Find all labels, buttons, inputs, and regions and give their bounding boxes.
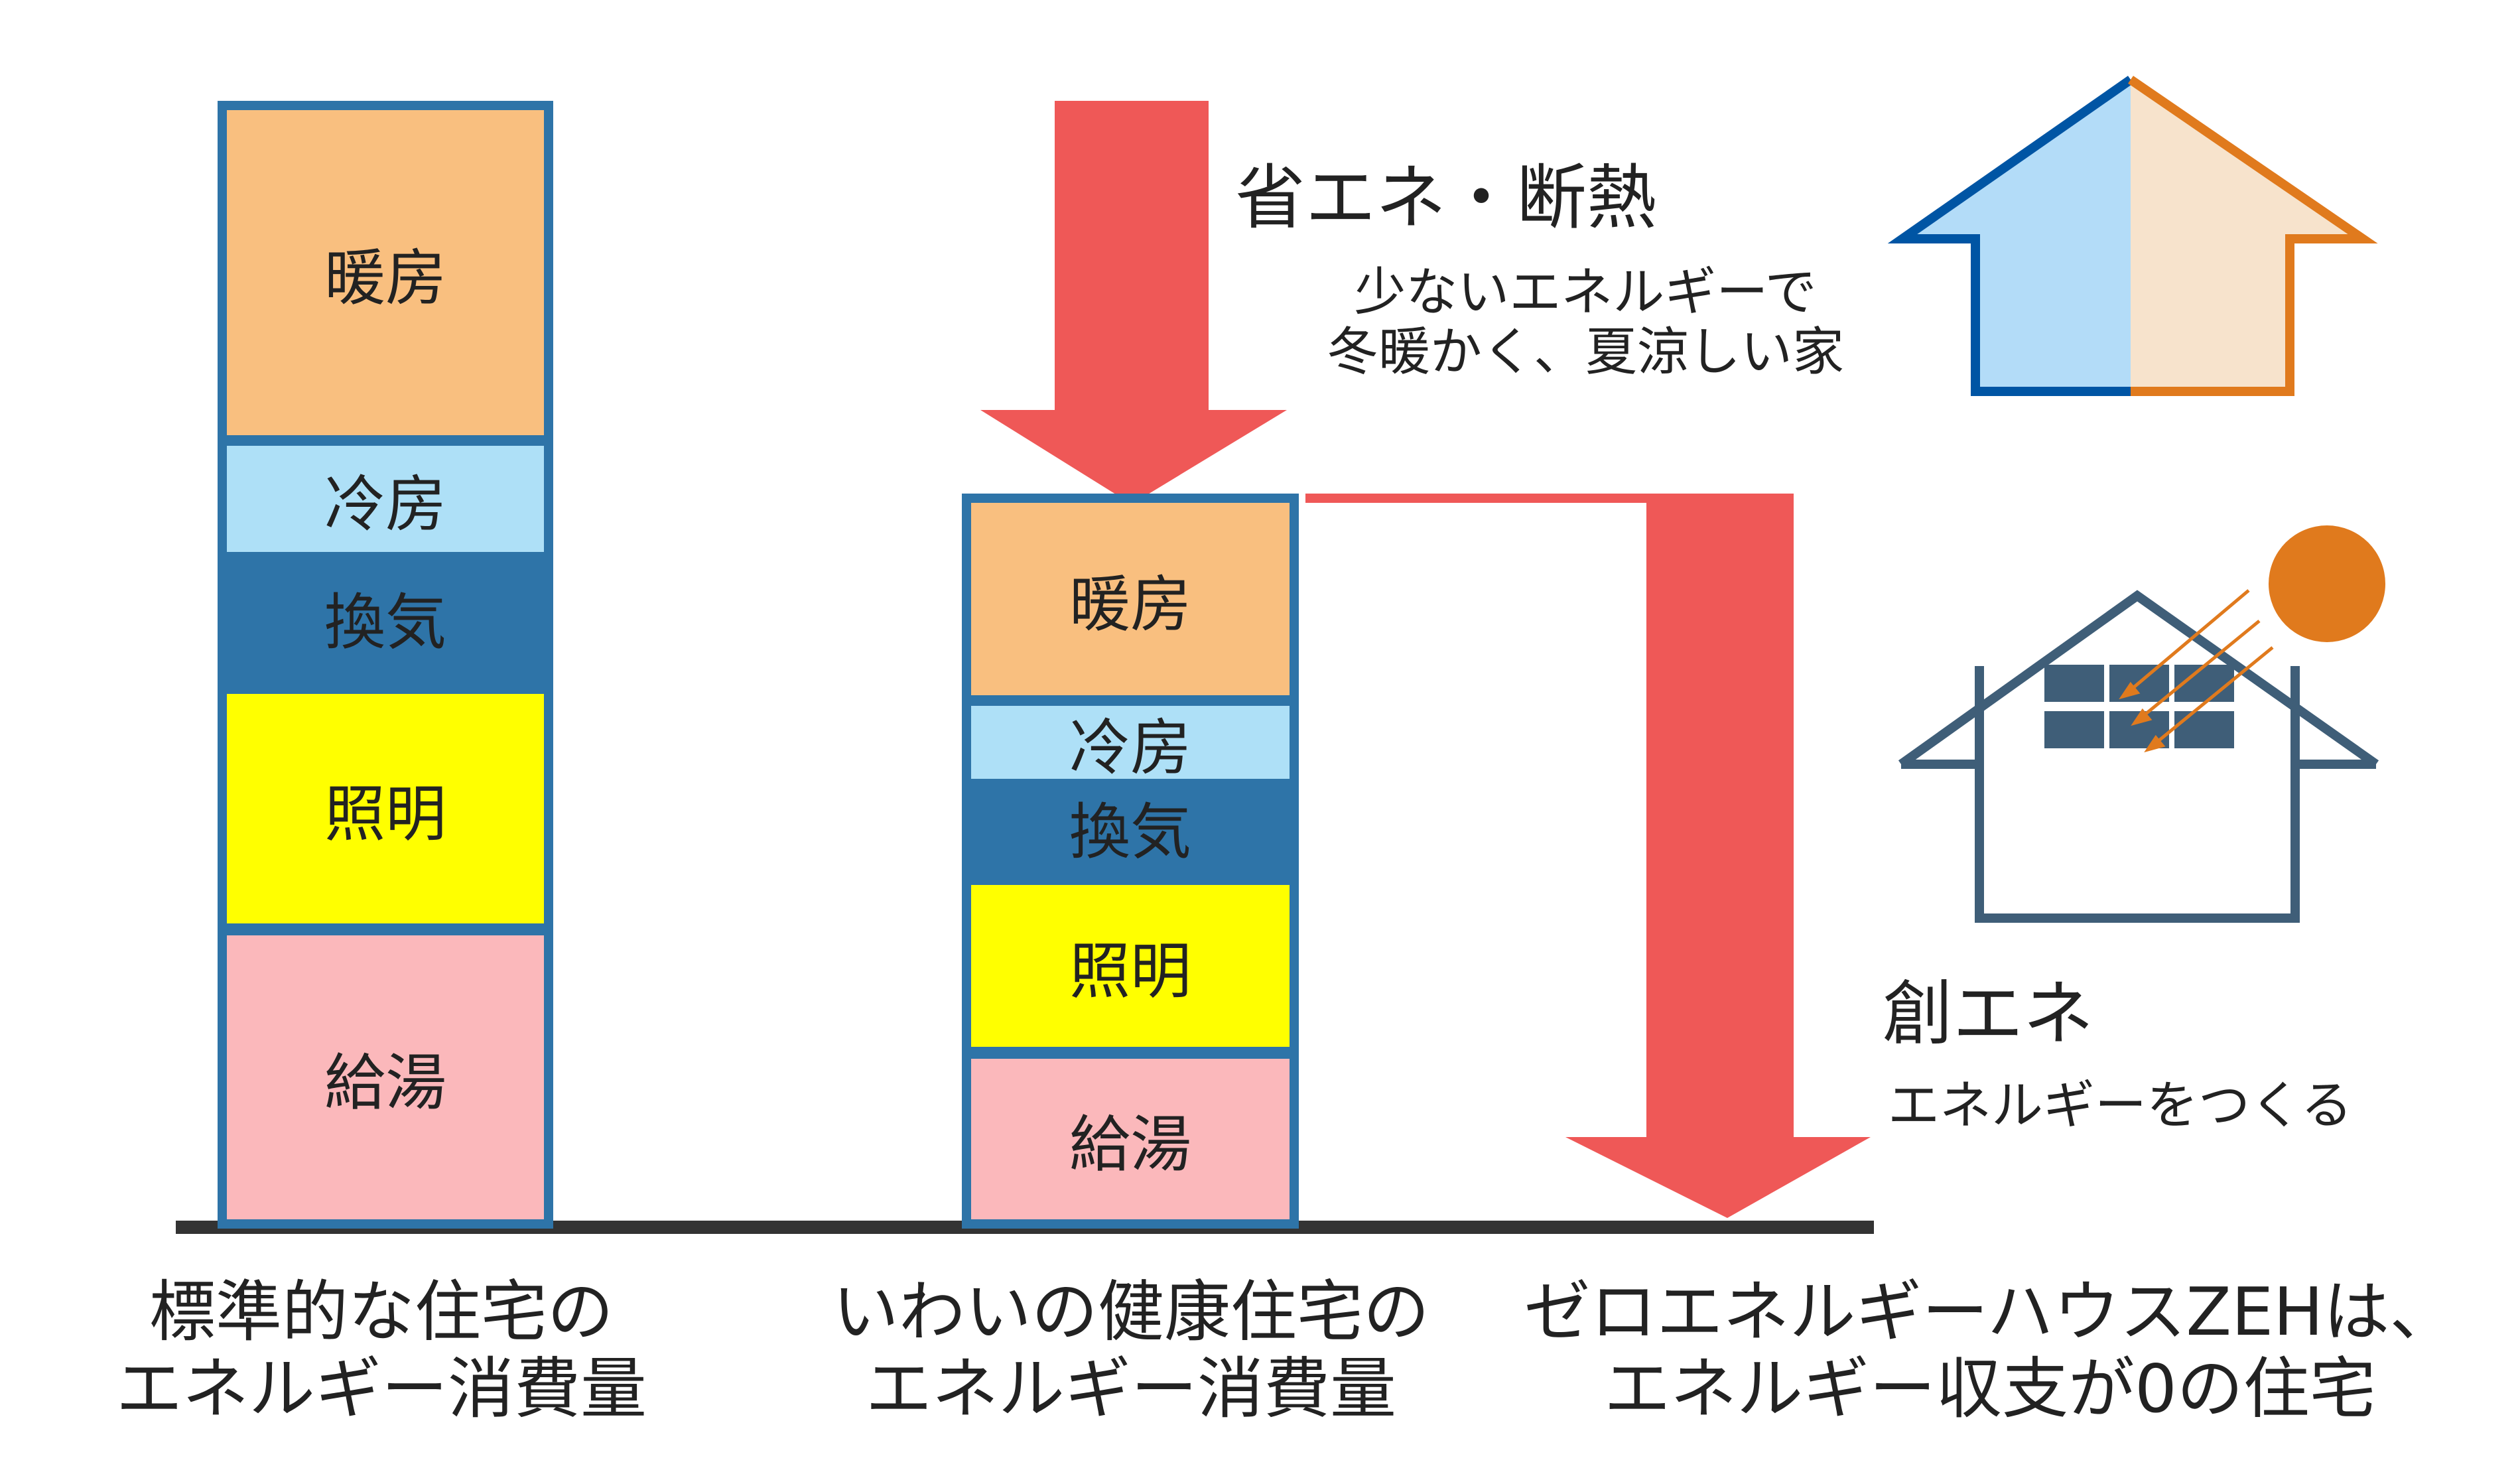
- solar-panel: [2044, 711, 2104, 748]
- standard-lighting-label: 照明: [324, 778, 446, 850]
- iwai-lighting-segment: 照明: [971, 885, 1290, 1047]
- sun-icon: [2269, 525, 2385, 642]
- standard-caption: 標準的な住宅の エネルギー消費量: [40, 1274, 723, 1428]
- solar-panel: [2174, 711, 2234, 748]
- standard-hot-water-segment: 給湯: [227, 935, 544, 1219]
- iwai-cooling-segment: 冷房: [971, 706, 1290, 783]
- iwai-heating-label: 暖房: [1069, 569, 1191, 640]
- saving-title: 省エネ・断熱: [1235, 157, 1657, 239]
- standard-hot-water-label: 給湯: [324, 1047, 446, 1118]
- iwai-hot-water-label: 給湯: [1069, 1109, 1191, 1180]
- solar-panel: [2044, 665, 2104, 702]
- creating-title: 創エネ: [1883, 973, 2093, 1055]
- standard-ventilation-label: 換気: [324, 586, 446, 658]
- saving-description-line2: 冬暖かく、夏涼しい家: [1326, 322, 1844, 382]
- insulated-house-icon: [1887, 76, 2378, 396]
- creating-subtitle: エネルギーをつくる: [1888, 1076, 2353, 1136]
- standard-ventilation-segment: 換気: [227, 552, 544, 682]
- connector-line: [1305, 494, 1650, 503]
- zeh-caption-line2: エネルギー収支が0の住宅: [1604, 1350, 2376, 1428]
- standard-heating-segment: 暖房: [227, 110, 544, 435]
- standard-heating-label: 暖房: [324, 242, 446, 314]
- iwai-energy-column: 暖房 冷房 換気 照明 給湯: [962, 494, 1299, 1229]
- solar-house-icon: [1898, 525, 2385, 923]
- standard-caption-line1: 標準的な住宅の: [149, 1273, 614, 1351]
- energy-saving-arrow: [980, 101, 1287, 504]
- standard-cooling-segment: 冷房: [227, 446, 544, 552]
- iwai-caption-line1: いわいの健康住宅の: [832, 1273, 1429, 1351]
- iwai-ventilation-label: 換気: [1069, 796, 1191, 868]
- standard-energy-column: 暖房 冷房 換気 照明 給湯: [218, 101, 553, 1229]
- iwai-lighting-label: 照明: [1069, 935, 1191, 1007]
- iwai-ventilation-segment: 換気: [971, 779, 1290, 874]
- iwai-caption: いわいの健康住宅の エネルギー消費量: [789, 1274, 1473, 1428]
- iwai-cooling-label: 冷房: [1069, 712, 1191, 783]
- saving-description: 少ないエネルギーで 冬暖かく、夏涼しい家: [1300, 263, 1871, 382]
- standard-caption-line2: エネルギー消費量: [116, 1350, 647, 1428]
- zeh-caption-line1: ゼロエネルギーハウスZEHは、: [1524, 1273, 2456, 1351]
- iwai-hot-water-segment: 給湯: [971, 1059, 1290, 1219]
- energy-creation-arrow: [1565, 494, 1871, 1218]
- standard-lighting-segment: 照明: [227, 694, 544, 923]
- iwai-caption-line2: エネルギー消費量: [866, 1350, 1396, 1428]
- iwai-heating-segment: 暖房: [971, 503, 1290, 695]
- standard-cooling-label: 冷房: [324, 468, 446, 540]
- saving-description-line1: 少ないエネルギーで: [1354, 263, 1817, 322]
- zeh-caption: ゼロエネルギーハウスZEHは、 エネルギー収支が0の住宅: [1479, 1274, 2501, 1428]
